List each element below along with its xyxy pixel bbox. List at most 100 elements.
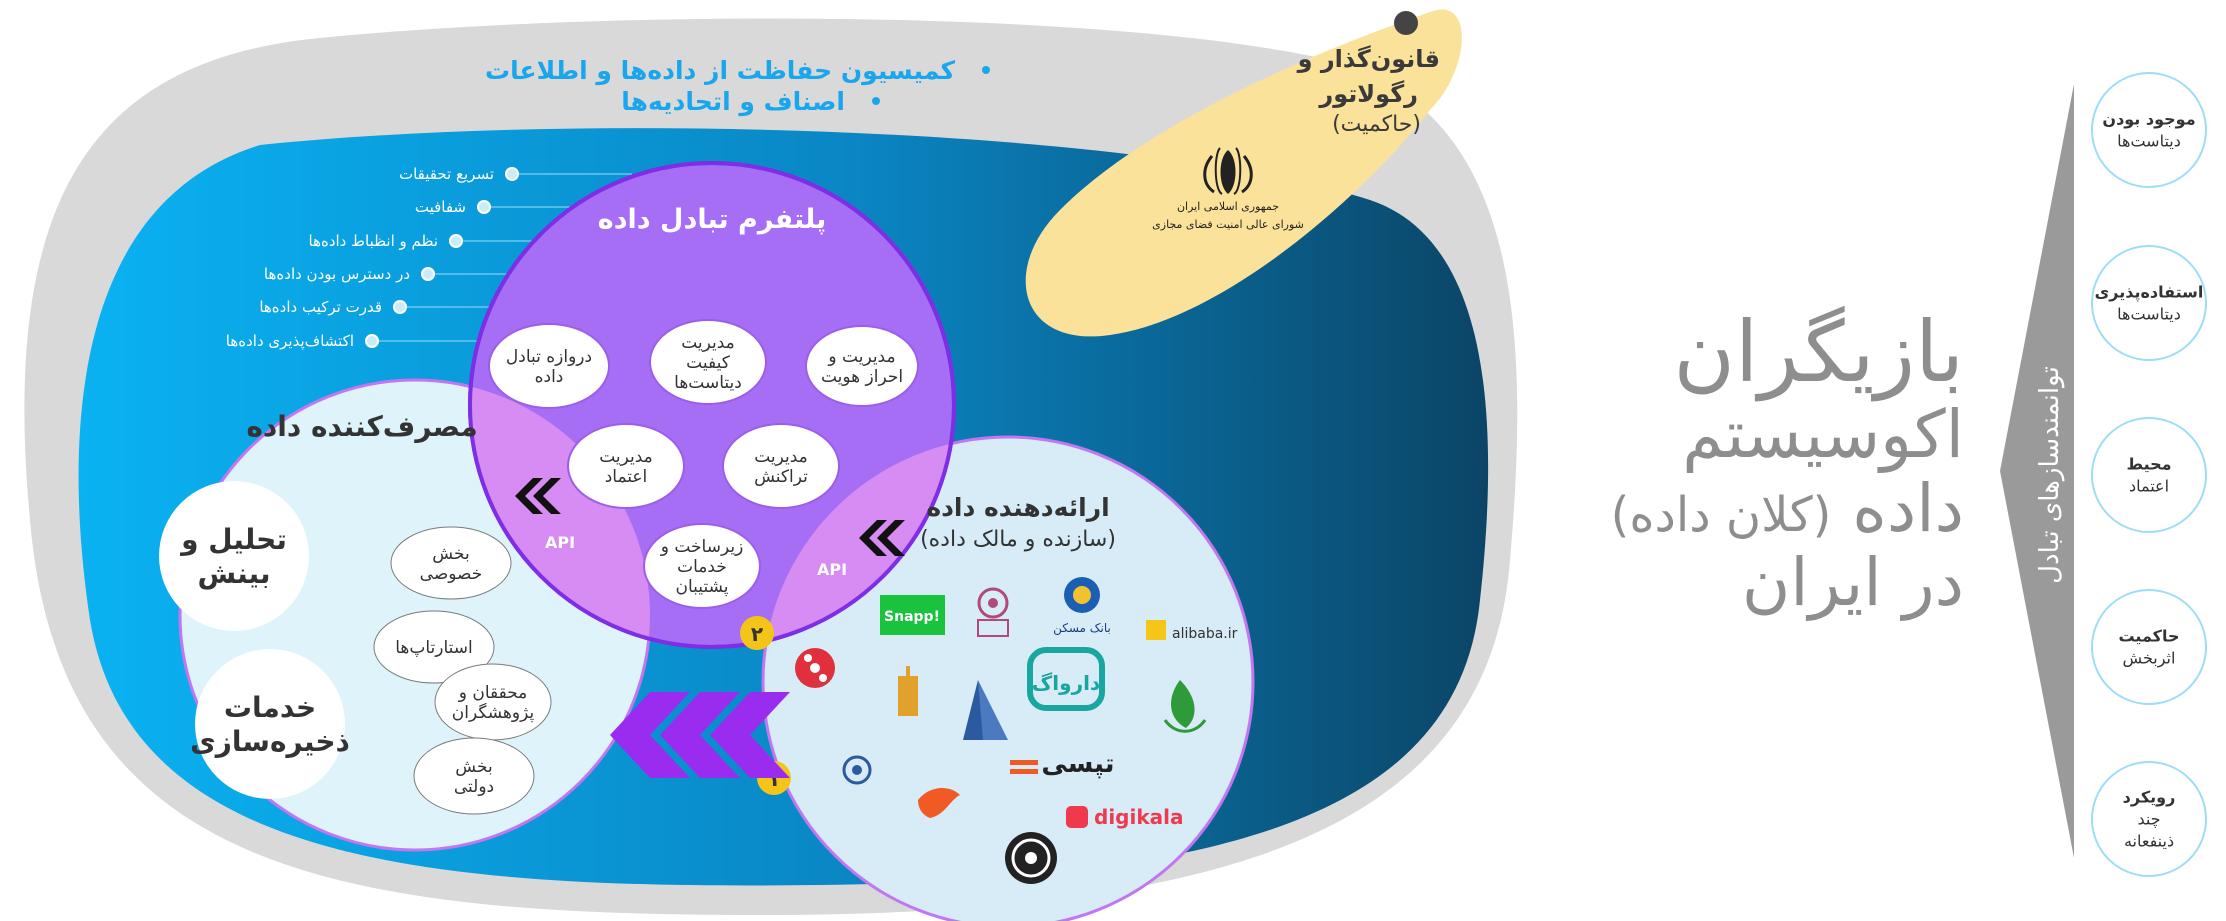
regulator-title-3: (حاکمیت) (1332, 112, 1421, 137)
consumer-segment-line: بخش (455, 757, 492, 777)
enabler-item-line: چند (2137, 810, 2160, 829)
darvag-logo: دارواگ (1027, 647, 1105, 711)
api-right: API (817, 520, 905, 579)
benefit-bullet (449, 234, 463, 248)
provider-logos: Snapp! بانک مسکن alibaba.ir (795, 577, 1238, 884)
benefit-item: تسریع تحقیقات (399, 165, 494, 183)
side-title-line3: داده (کلان داده) (1611, 476, 1964, 542)
platform-service-line: مدیریت (681, 333, 735, 353)
emblem-caption-1: جمهوری اسلامی ایران (1177, 200, 1279, 213)
consumer-segment-line: استارتاپ‌ها (395, 638, 473, 658)
emblem-caption-2: شورای عالی امنیت فضای مجازی (1152, 218, 1304, 231)
api-chevron-icon (859, 520, 887, 556)
enabler-item-line: رویکرد (2123, 788, 2176, 807)
enabler-item-line: اعتماد (2129, 477, 2169, 496)
consumer-main-service (159, 481, 309, 631)
side-title-data: داده (1852, 470, 1964, 547)
benefit-item: نظم و انظباط داده‌ها (309, 232, 439, 250)
platform-outline (468, 161, 956, 649)
enabler-item-line: ذینفعانه (2124, 832, 2174, 851)
tapsi-logo-text: تپسی (1041, 749, 1114, 779)
consumer-overlap (470, 380, 650, 647)
enabler-item (2091, 72, 2207, 188)
badge-2: ۲ (740, 616, 774, 650)
platform-service-line: کیفیت (686, 353, 731, 373)
platform-service-line: اعتماد (605, 467, 648, 487)
bird-logo-icon (918, 788, 960, 818)
alibaba-logo-text: alibaba.ir (1172, 626, 1238, 642)
benefits-list: تسریع تحقیقات شفافیت نظم و انظباط داده‌ها د… (226, 165, 632, 351)
regulator-title-2: رگولاتور (1318, 80, 1418, 108)
provider-overlap (763, 437, 954, 647)
api-chevron-icon (877, 520, 905, 556)
platform-title: پلتفرم تبادل داده (598, 204, 827, 235)
enablers-title: توانمندسازهای تبادل (2035, 366, 2065, 584)
enabler-item-line: اثربخش (2123, 649, 2176, 669)
benefit-item: شفافیت (415, 198, 466, 216)
platform-service-line: داده (535, 367, 564, 387)
azad-university-logo-icon (963, 680, 1008, 740)
digikala-logo-text: digikala (1094, 805, 1184, 829)
consumer-title: مصرف‌کننده داده (246, 410, 477, 443)
sharif-logo-icon (1005, 832, 1057, 884)
bank-maskan-text: بانک مسکن (1053, 621, 1111, 636)
benefit-item: قدرت ترکیب داده‌ها (259, 298, 382, 316)
enabler-item-line: دیتاست‌ها (2117, 132, 2181, 151)
consumer-segment-line: دولتی (454, 777, 494, 797)
platform-service (488, 323, 610, 409)
benefit-bullet (365, 334, 379, 348)
enabler-item-line: دیتاست‌ها (2117, 305, 2181, 324)
platform-service (567, 423, 685, 509)
consumer-segment (413, 737, 535, 815)
platform-service-line: دیتاست‌ها (674, 373, 742, 393)
platform-service-line: مدیریت و (827, 347, 895, 367)
consumer-main-service-line: ذخیره‌سازی (190, 725, 350, 758)
side-title-line2: اکوسیستم (1682, 396, 1964, 473)
enablers-list: موجود بودن دیتاست‌ها استفاده‌پذیری دیتاست‌ه… (2091, 72, 2207, 877)
consumer-segment (390, 526, 512, 600)
bullet-guilds: اصناف و اتحادیه‌ها (621, 87, 845, 117)
api-label-left: API (545, 533, 575, 552)
bank-maskan-logo: بانک مسکن (1053, 577, 1111, 636)
platform-service-line: تراکنش (754, 467, 808, 487)
bullet-data-protection: کمیسیون حفاظت از داده‌ها و اطلاعات (485, 56, 955, 86)
enabler-item (2091, 417, 2207, 533)
enabler-item-line: محیط (2126, 455, 2171, 474)
consumer-segment-line: پژوهشگران (452, 702, 535, 723)
api-chevron-icon (533, 478, 561, 514)
seal-logo-icon (842, 755, 872, 785)
enabler-item-line: استفاده‌پذیری (2095, 283, 2204, 303)
snapp-logo-text: Snapp! (884, 609, 940, 625)
enabler-item-line: حاکمیت (2118, 627, 2179, 646)
side-title: بازیگران اکوسیستم داده (کلان داده) در ای… (1611, 310, 1964, 616)
regulator-area: قانون‌گذار و رگولاتور (حاکمیت) جمهوری اس… (1025, 9, 1462, 337)
api-chevron-icon (515, 478, 543, 514)
consumer-main-service-line: خدمات (224, 691, 316, 724)
top-bullets: کمیسیون حفاظت از داده‌ها و اطلاعات اصناف… (485, 56, 990, 117)
enabler-item (2091, 761, 2207, 877)
api-label-right: API (817, 560, 847, 579)
digikala-logo: digikala (1066, 805, 1184, 829)
benefit-bullet (393, 300, 407, 314)
consumer-segment-line: محققان و (458, 683, 528, 703)
platform-service (643, 523, 761, 609)
platform-overlaps (470, 380, 954, 647)
badge-2-label: ۲ (751, 622, 763, 646)
environment-logo-icon (1163, 680, 1207, 733)
regulator-ellipse (1025, 9, 1462, 337)
platform-service-line: خدمات (677, 557, 727, 577)
enabler-item (2091, 245, 2207, 361)
side-title-bigdata: (کلان داده) (1610, 487, 1832, 543)
tapsi-logo: تپسی (1010, 749, 1115, 779)
platform-service-line: مدیریت (754, 447, 808, 467)
enabler-item-line: موجود بودن (2102, 110, 2195, 129)
film-reel-logo-icon (795, 648, 835, 688)
side-title-line1: بازیگران (1673, 303, 1964, 401)
alibaba-logo: alibaba.ir (1146, 620, 1238, 642)
platform-service (805, 325, 919, 407)
side-title-line4: در ایران (1741, 544, 1964, 621)
benefit-item: در دسترس بودن داده‌ها (264, 265, 410, 283)
